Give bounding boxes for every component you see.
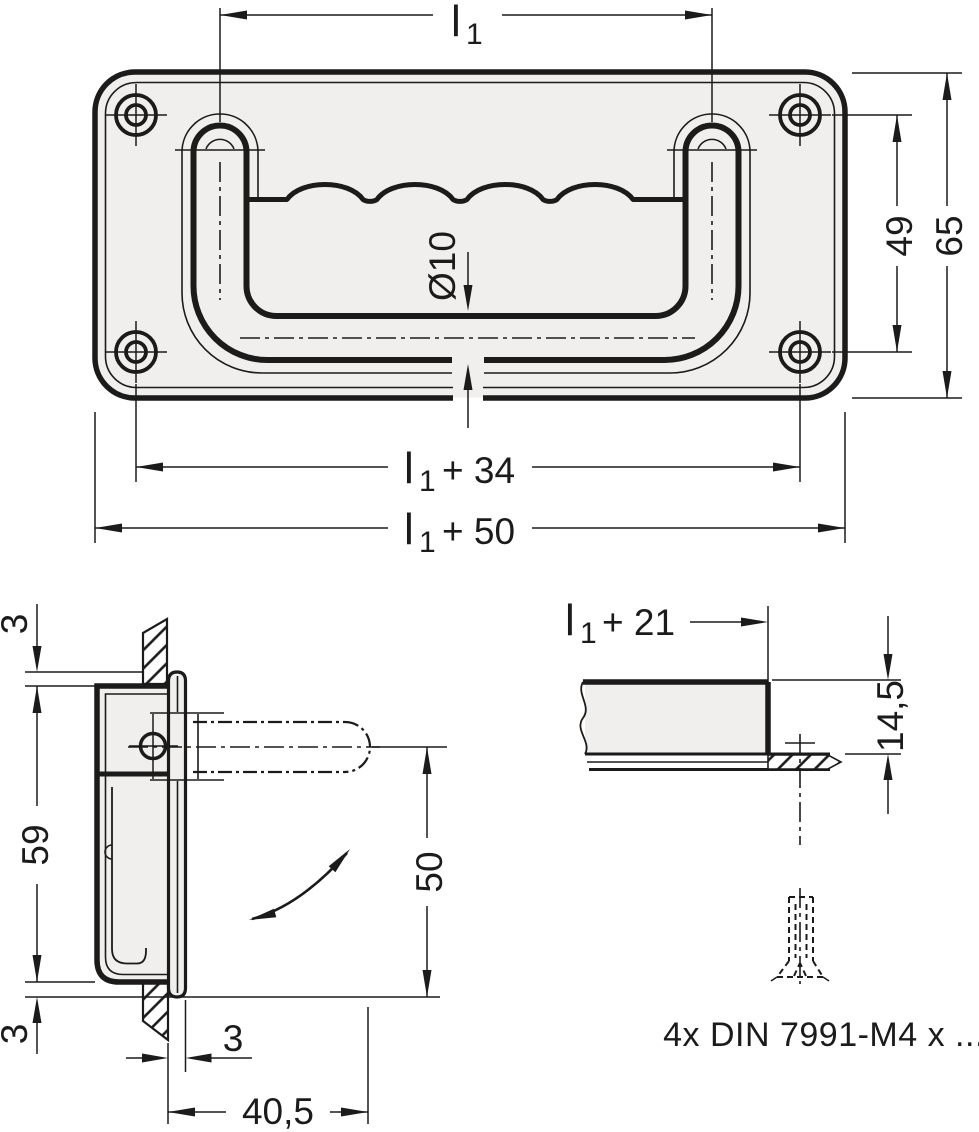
panel-wall-bottom <box>141 980 170 1043</box>
tray-cavity-contour <box>111 787 147 965</box>
dim-flange-thickness-label: 3 <box>223 1018 244 1059</box>
dimension-hole-span: 49 <box>832 114 920 353</box>
dim-hole-span-label: 49 <box>879 215 920 256</box>
screw-hole-icon <box>769 84 831 146</box>
side-section-view: 3 59 3 3 <box>0 604 450 1132</box>
dim-hole-pitch-suffix: + 34 <box>442 450 515 491</box>
dim-cutout-height-label: 59 <box>15 824 56 865</box>
dimension-projection: 40,5 <box>168 1007 369 1132</box>
screw-hole-icon <box>769 321 831 383</box>
dimension-overall-length: l 1 + 50 <box>94 412 846 559</box>
dimension-swing-radius: 50 <box>372 746 450 997</box>
screw-note: 4x DIN 7991-M4 x ... <box>663 1016 979 1054</box>
dimension-hole-pitch: l 1 + 34 <box>135 384 801 498</box>
break-line <box>579 681 588 755</box>
dimension-cutout-height: 59 <box>15 686 56 982</box>
dimension-depth: 14,5 <box>772 616 911 814</box>
dim-overall-sub: 1 <box>419 526 436 559</box>
grip-scallops <box>247 182 686 204</box>
top-view: l 1 Ø10 49 65 <box>92 0 970 559</box>
profile-body-fill <box>585 682 768 754</box>
screw-hole-icon <box>105 321 167 383</box>
dim-rod-diameter-label: Ø10 <box>422 231 463 301</box>
dimension-flange-bottom: 3 <box>0 981 440 1054</box>
dim-depth-label: 14,5 <box>870 680 911 752</box>
housing-outline <box>94 683 168 985</box>
dim-cutout-length-base: l <box>565 596 575 645</box>
dim-overall-base: l <box>404 505 414 554</box>
dim-hole-pitch-base: l <box>404 444 414 493</box>
handle-plate-outline <box>92 69 848 401</box>
dim-swing-radius-label: 50 <box>409 851 450 892</box>
dimension-rod-diameter: Ø10 <box>422 231 473 428</box>
countersunk-screw-icon <box>770 888 830 984</box>
dimension-plate-height: 65 <box>852 72 970 399</box>
handle-phantom <box>128 712 380 781</box>
dim-hole-pitch-sub: 1 <box>419 465 436 498</box>
screw-hole-icon <box>105 84 167 146</box>
handle-bow <box>175 122 757 363</box>
dimension-flange-top: 3 <box>0 604 144 687</box>
dim-projection-label: 40,5 <box>242 1091 314 1132</box>
dim-overall-suffix: + 50 <box>442 511 515 552</box>
dimension-l1: l 1 <box>219 0 713 122</box>
dim-flange-top-label: 3 <box>0 614 35 635</box>
dimension-flange-thickness: 3 <box>126 1000 252 1124</box>
dim-l1-subscript: 1 <box>466 18 483 51</box>
panel-wall-top <box>141 617 169 686</box>
rotation-arrow-icon <box>249 849 350 921</box>
dimension-cutout-length: l 1 + 21 <box>565 596 769 694</box>
detent-bump <box>104 844 113 860</box>
housing-fill <box>97 686 168 982</box>
dim-cutout-length-suffix: + 21 <box>602 602 675 643</box>
dim-plate-height-label: 65 <box>929 215 970 256</box>
flange-section-hatch <box>767 754 843 770</box>
dim-cutout-length-sub: 1 <box>580 617 597 650</box>
dim-flange-bottom-label: 3 <box>0 1024 35 1045</box>
profile-view: l 1 + 21 14,5 <box>565 596 979 1054</box>
dim-l1-label: l <box>451 0 461 46</box>
